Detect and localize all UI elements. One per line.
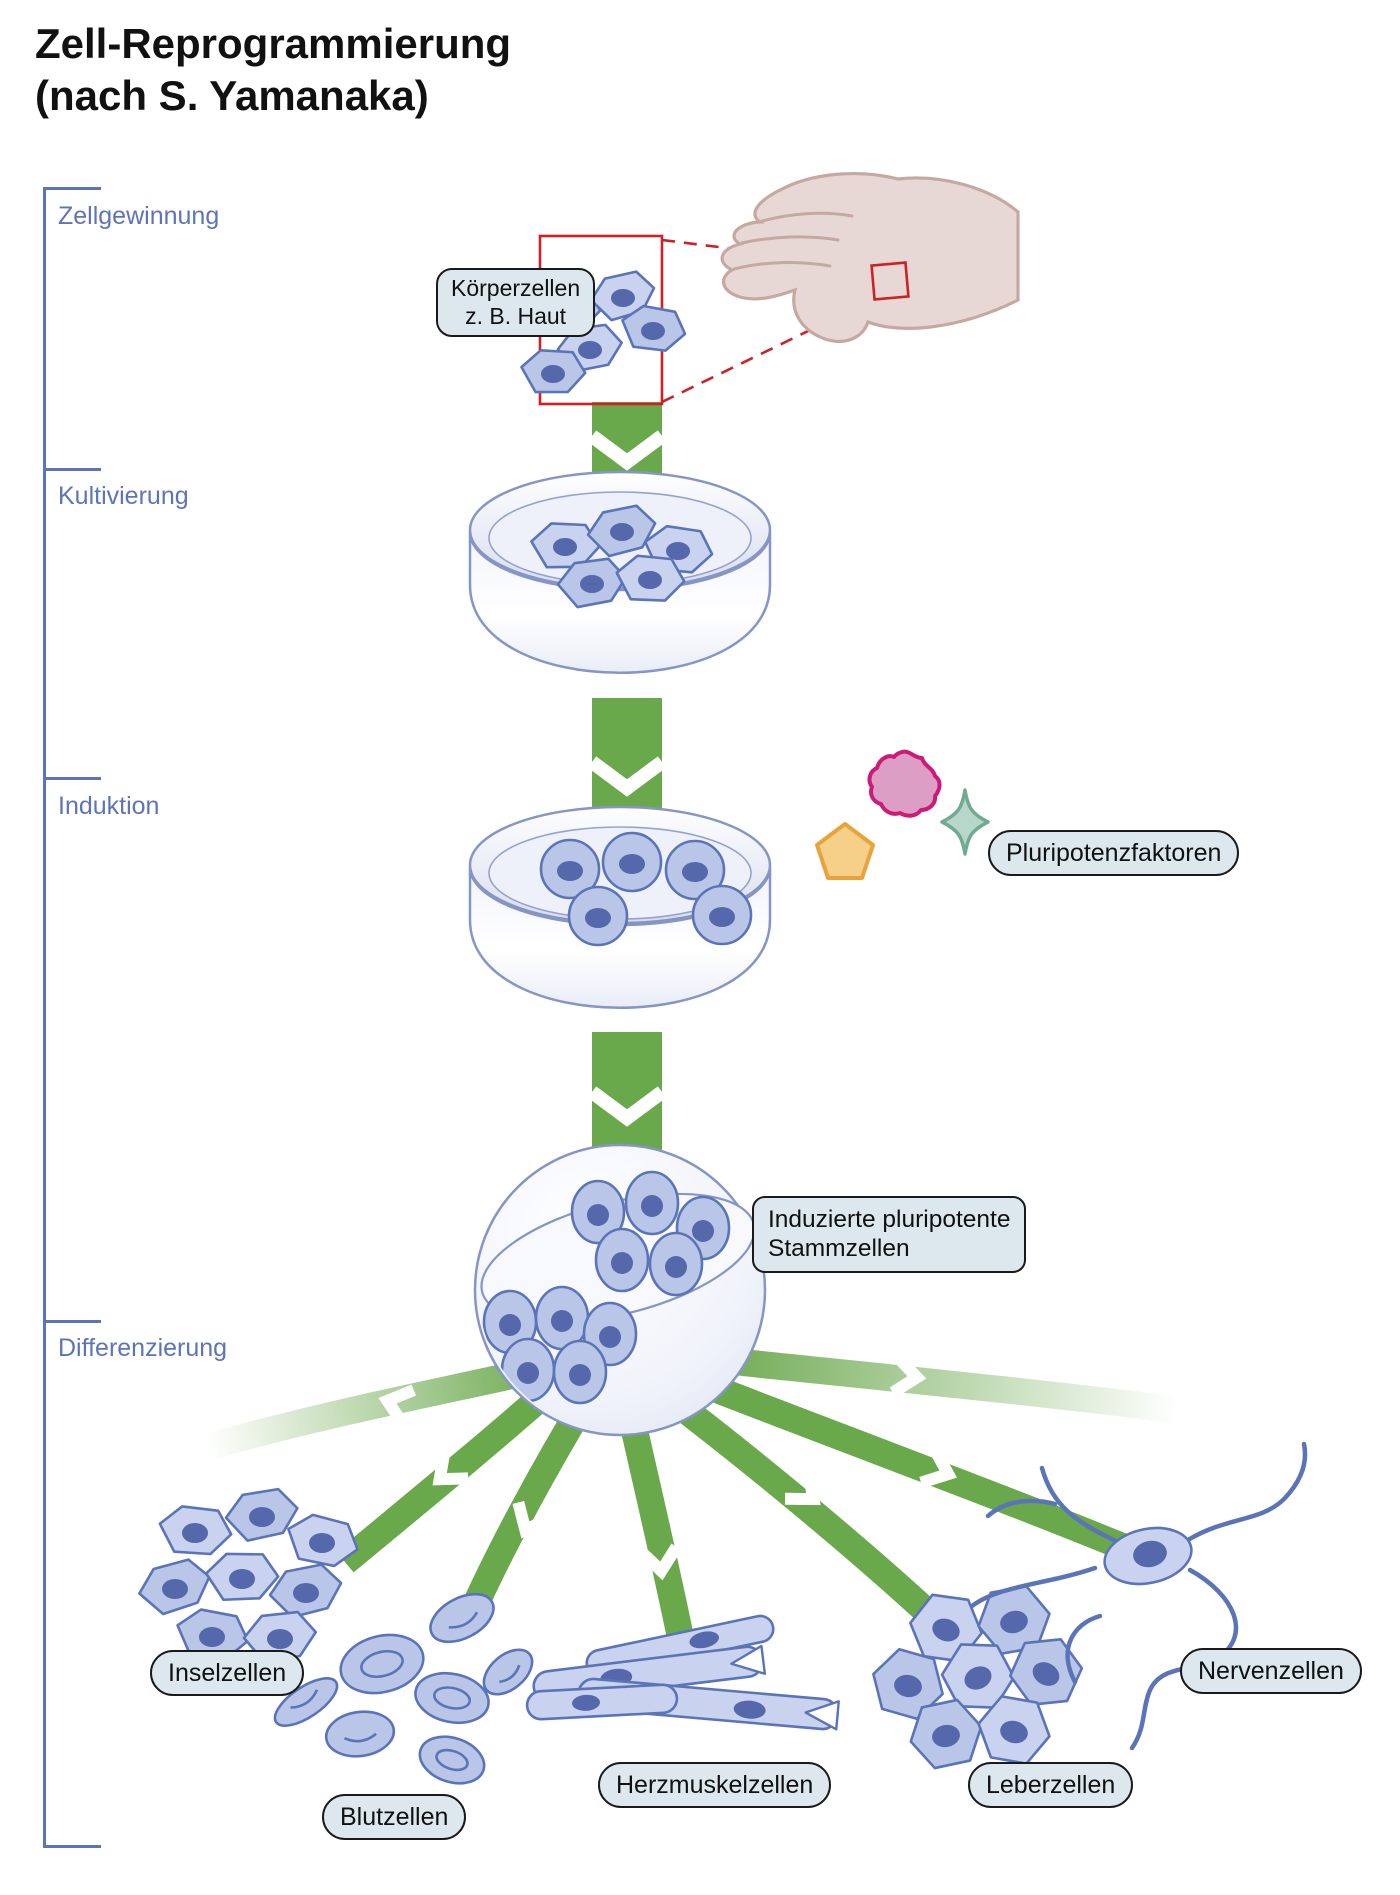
arrow-chevron-breaks [378,1352,957,1581]
page-title: Zell-Reprogrammierung (nach S. Yamanaka) [35,18,511,122]
title-line-1: Zell-Reprogrammierung [35,20,512,67]
ips-cell-bowl [473,1143,767,1437]
bracket-tick [43,1845,101,1848]
sample-spot-square [870,261,910,301]
hand-icon [720,172,1020,344]
bracket-tick [43,1320,101,1323]
stage-label-kultivierung: Kultivierung [58,482,189,510]
stage-label-zellgewinnung: Zellgewinnung [58,202,220,230]
petri-dish-culture [468,470,772,674]
ips-cells-label-line1: Induzierte pluripotente [768,1206,1011,1233]
liver-cell-rosette [872,1585,1084,1770]
bracket-tick [43,468,101,471]
heart-muscle-fibers [525,1614,840,1731]
neuron-cell [969,1441,1308,1751]
body-cells-label-line2: z. B. Haut [465,302,567,329]
nerve-cells-label: Nervenzellen [1180,1648,1362,1694]
bracket-tick [43,777,101,780]
bracket-tick [43,187,101,190]
pluripotency-factor-shapes [815,749,990,880]
skin-cells-in-dish [530,504,714,609]
petri-dish-induction [468,805,772,1009]
stage-label-induktion: Induktion [58,792,160,820]
title-line-2: (nach S. Yamanaka) [35,72,429,120]
islet-cells-label: Inselzellen [150,1650,305,1696]
liver-cells-label: Leberzellen [968,1762,1134,1808]
islet-cell-cluster [138,1487,359,1664]
blood-cell-discs [273,1592,534,1785]
induced-round-cells [539,831,753,947]
teal-sparkle-icon [940,788,990,856]
blood-cells-label: Blutzellen [322,1794,467,1840]
orange-pentagon-icon [815,822,875,880]
stage-label-differenzierung: Differenzierung [58,1334,228,1362]
ips-cells-label-line2: Stammzellen [768,1235,910,1263]
body-cells-label: Körperzellen z. B. Haut [436,268,596,338]
body-cells-label-line1: Körperzellen [451,275,581,301]
pink-star-icon [867,749,942,818]
heart-muscle-cells-label: Herzmuskelzellen [598,1762,832,1808]
bracket-vertical-line [43,187,46,1848]
skin-sample-magnifier [520,172,1020,406]
ips-cells-label: Induzierte pluripotente Stammzellen [752,1196,1027,1273]
pluripotency-factors-label: Pluripotenzfaktoren [988,830,1240,876]
